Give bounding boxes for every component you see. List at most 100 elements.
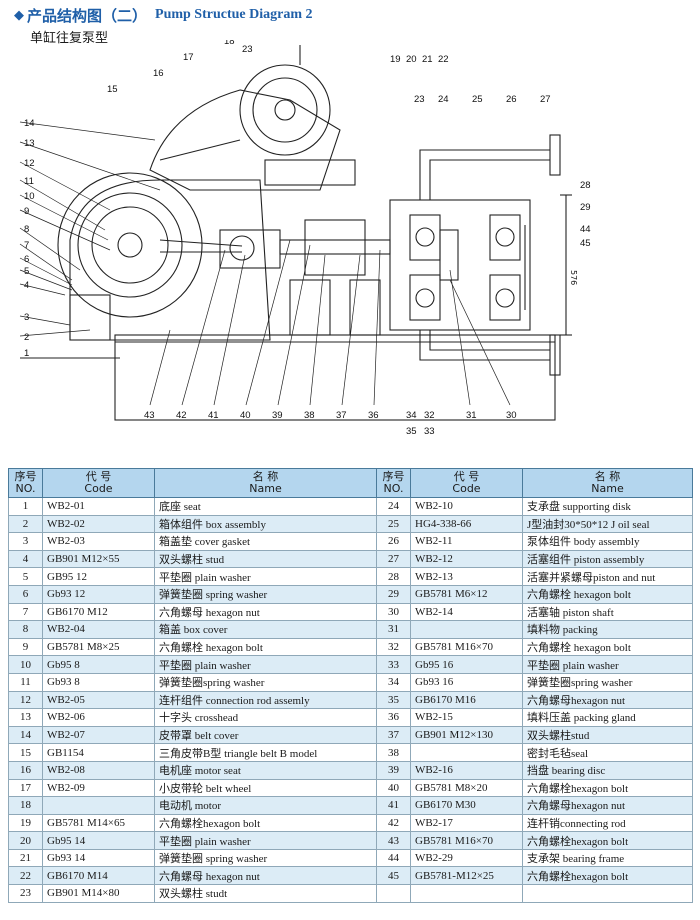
callout-23: 23 xyxy=(414,94,425,105)
callout-9: 9 xyxy=(24,206,29,217)
drawing-linework xyxy=(20,45,572,421)
cell-code: WB2-04 xyxy=(42,620,155,639)
cell-code: GB5781 M14×65 xyxy=(42,813,155,833)
cell-no: 26 xyxy=(376,532,411,551)
callout-33: 33 xyxy=(424,426,435,437)
cell-code: WB2-13 xyxy=(410,567,523,586)
callout-42: 42 xyxy=(176,410,187,421)
cell-no: 11 xyxy=(8,672,43,692)
cell-name: 底座 seat xyxy=(154,497,377,516)
cell-code: WB2-02 xyxy=(42,514,155,534)
cell-no: 43 xyxy=(376,831,411,850)
callout-14: 14 xyxy=(24,118,35,129)
callout-labels: 23 18 17 16 15 14 13 19 20 21 22 23 24 2… xyxy=(24,40,591,437)
cell-name: 电动机 motor xyxy=(154,796,377,815)
cell-name: J型油封30*50*12 J oil seal xyxy=(522,514,693,534)
cell-code xyxy=(42,796,155,815)
cell-name: 弹簧垫圈spring washer xyxy=(522,672,693,692)
cell-name: 泵体组件 body assembly xyxy=(522,532,693,551)
callout-8: 8 xyxy=(24,224,29,235)
cell-no: 27 xyxy=(376,549,411,569)
callout-30: 30 xyxy=(506,410,517,421)
cell-name: 三角皮带B型 triangle belt B model xyxy=(154,743,377,762)
cell-name: 皮带罩 belt cover xyxy=(154,725,377,745)
cell-no: 24 xyxy=(376,497,411,516)
cell-no: 39 xyxy=(376,760,411,780)
cell-no: 45 xyxy=(376,866,411,886)
cell-name: 平垫圈 plain washer xyxy=(522,655,693,674)
cell-name: 活塞并紧螺母piston and nut xyxy=(522,567,693,586)
cell-code: WB2-06 xyxy=(42,708,155,727)
cell-no: 28 xyxy=(376,567,411,586)
callout-31: 31 xyxy=(466,410,477,421)
cell-no: 13 xyxy=(8,708,43,727)
cell-no xyxy=(376,884,411,903)
cell-name: 六角螺栓 hexagon bolt xyxy=(154,637,377,657)
cell-code xyxy=(410,620,523,639)
cell-no: 25 xyxy=(376,514,411,534)
callout-40: 40 xyxy=(240,410,251,421)
callout-44: 44 xyxy=(580,224,591,235)
cell-no: 36 xyxy=(376,708,411,727)
cell-name: 小皮带轮 belt wheel xyxy=(154,778,377,798)
cell-no: 18 xyxy=(8,796,43,815)
cell-code: GB6170 M30 xyxy=(410,796,523,815)
cell-no: 30 xyxy=(376,602,411,622)
callout-24: 24 xyxy=(438,94,449,105)
cell-no: 19 xyxy=(8,813,43,833)
callout-41: 41 xyxy=(208,410,219,421)
cell-name: 六角螺栓 hexagon bolt xyxy=(522,637,693,657)
callout-4: 4 xyxy=(24,280,29,291)
callout-43: 43 xyxy=(144,410,155,421)
cell-code: GB6170 M16 xyxy=(410,690,523,710)
callout-35: 35 xyxy=(406,426,417,437)
cell-name: 双头螺柱 studt xyxy=(154,884,377,903)
cell-name: 六角螺母hexagon nut xyxy=(522,796,693,815)
callout-20: 20 xyxy=(406,54,417,65)
cell-name: 挡盘 bearing disc xyxy=(522,760,693,780)
cell-name: 六角螺栓hexagon bolt xyxy=(154,813,377,833)
cell-code: WB2-09 xyxy=(42,778,155,798)
dimension-label: 576 xyxy=(569,270,578,285)
cell-name: 箱盖垫 cover gasket xyxy=(154,532,377,551)
cell-no: 6 xyxy=(8,584,43,604)
title-en: Pump Structue Diagram 2 xyxy=(155,7,313,22)
cell-name: 活塞组件 piston assembly xyxy=(522,549,693,569)
cell-no: 32 xyxy=(376,637,411,657)
cell-no: 38 xyxy=(376,743,411,762)
cell-code: WB2-01 xyxy=(42,497,155,516)
cell-code: GB5781 M16×70 xyxy=(410,831,523,850)
cell-name: 支承架 bearing frame xyxy=(522,848,693,868)
callout-10: 10 xyxy=(24,191,35,202)
cell-code: Gb93 16 xyxy=(410,672,523,692)
cell-no: 5 xyxy=(8,567,43,586)
cell-name: 平垫圈 plain washer xyxy=(154,831,377,850)
callout-29: 29 xyxy=(580,202,591,213)
cell-no: 2 xyxy=(8,514,43,534)
cell-code: Gb95 8 xyxy=(42,655,155,674)
callout-3: 3 xyxy=(24,312,29,323)
callout-11: 11 xyxy=(24,176,34,187)
callout-13: 13 xyxy=(24,138,35,149)
callout-22: 22 xyxy=(438,54,449,65)
cell-code: WB2-17 xyxy=(410,813,523,833)
cell-name: 弹簧垫圈 spring washer xyxy=(154,584,377,604)
cell-code: WB2-29 xyxy=(410,848,523,868)
cell-no: 20 xyxy=(8,831,43,850)
cell-no: 44 xyxy=(376,848,411,868)
